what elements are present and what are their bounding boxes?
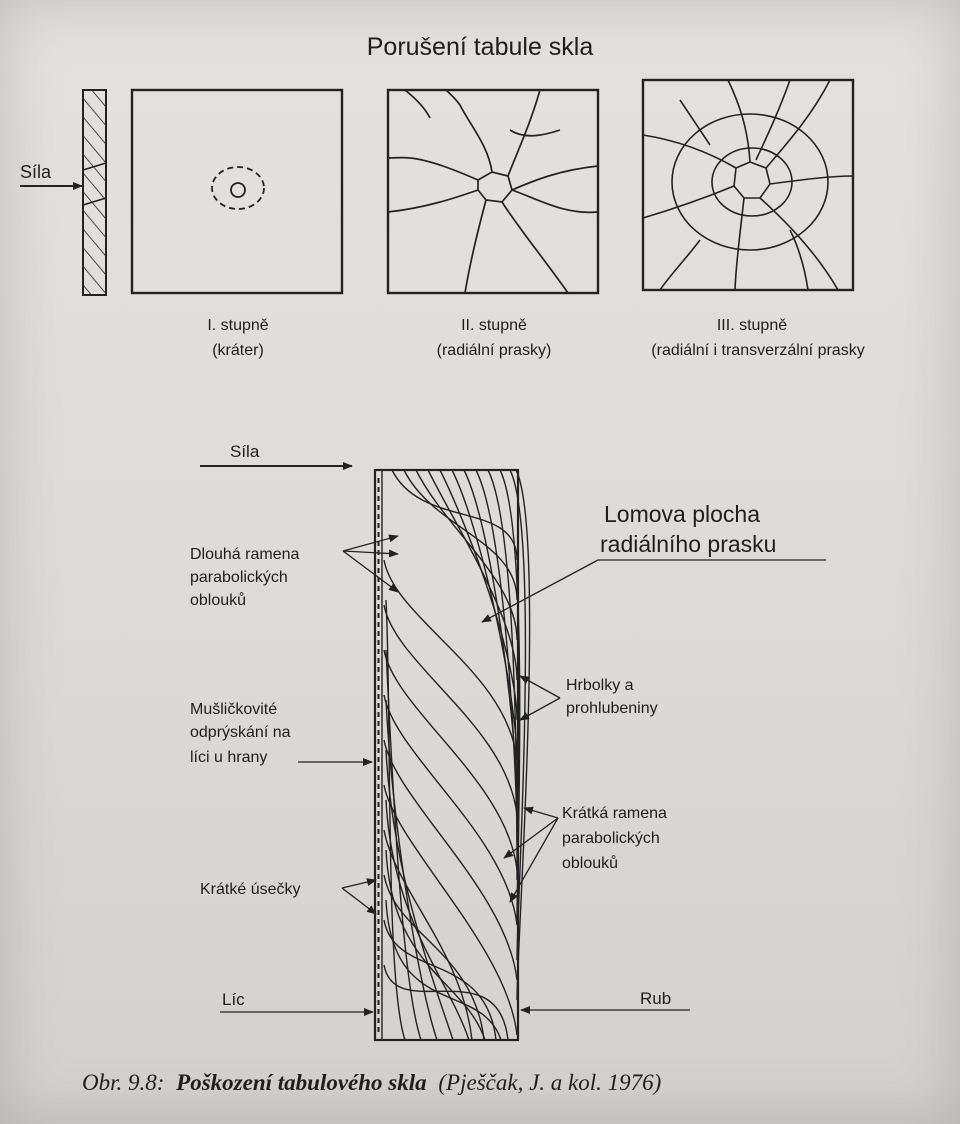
fracture-arc	[383, 649, 518, 871]
long-arms-label-3: oblouků	[190, 591, 246, 609]
fracture-arc	[383, 559, 518, 761]
panel-3-sublabel: (radiální i transverzální prasky	[651, 342, 864, 359]
fracture-surface	[373, 468, 531, 1042]
caption-title: Poškození tabulového skla	[175, 1070, 426, 1095]
conchoidal-label-1: Mušličkovité	[190, 701, 277, 718]
fracture-arc	[403, 469, 518, 601]
fracture-label-line1: Lomova plocha	[604, 501, 760, 527]
fracture-arc	[385, 799, 470, 1041]
fracture-arc	[439, 469, 518, 721]
back-label: Rub	[640, 989, 671, 1008]
fracture-arc	[383, 604, 518, 816]
panel-3-label: III. stupně	[717, 317, 787, 334]
face-label: Líc	[222, 990, 245, 1009]
figure-title: Porušení tabule skla	[367, 33, 594, 61]
panel-2-label: II. stupně	[461, 317, 527, 334]
fracture-arc	[383, 739, 518, 981]
leader-lines	[220, 534, 826, 1016]
long-arms-label-2: parabolických	[190, 569, 288, 586]
fracture-arc	[383, 784, 518, 1036]
fracture-arc	[499, 469, 521, 921]
bumps-label-2: prohlubeniny	[566, 700, 658, 717]
fracture-arc	[385, 849, 486, 1041]
caption-prefix: Obr. 9.8:	[82, 1070, 164, 1095]
fracture-arc	[383, 694, 518, 926]
fracture-arc	[385, 649, 422, 1041]
bumps-label-1: Hrbolky a	[566, 677, 634, 694]
figure-caption: Obr. 9.8: Poškození tabulového skla (Pje…	[82, 1070, 661, 1095]
long-arms-label-1: Dlouhá ramena	[190, 546, 300, 563]
panel-radial-cracks	[386, 88, 600, 295]
conchoidal-label-3: líci u hrany	[190, 749, 267, 766]
conchoidal-label-2: odprýskání na	[190, 724, 291, 741]
fracture-arc	[385, 699, 438, 1041]
panel-radial-transverse-cracks	[641, 78, 855, 292]
short-arms-label-1: Krátká ramena	[562, 805, 667, 822]
short-segments-label: Krátké úsečky	[200, 881, 300, 898]
panel-1-sublabel: (kráter)	[212, 342, 264, 359]
caption-source: (Pješčak, J. a kol. 1976)	[438, 1070, 661, 1095]
panel-2-sublabel: (radiální prasky)	[437, 342, 552, 359]
fracture-label-line2: radiálního prasku	[600, 531, 776, 557]
fracture-arc	[385, 749, 454, 1041]
glass-side-section	[82, 89, 107, 296]
fracture-arc	[487, 469, 518, 881]
force-label-bottom: Síla	[230, 442, 260, 461]
fracture-arc	[515, 469, 531, 1001]
short-arms-label-3: oblouků	[562, 854, 618, 872]
fracture-arc	[391, 469, 518, 561]
short-arms-label-2: parabolických	[562, 830, 660, 847]
fracture-arc	[415, 469, 518, 641]
panel-1-label: I. stupně	[207, 317, 268, 334]
panel-crater	[130, 88, 344, 295]
force-label-top: Síla	[20, 162, 52, 182]
fracture-arc	[385, 899, 502, 1041]
